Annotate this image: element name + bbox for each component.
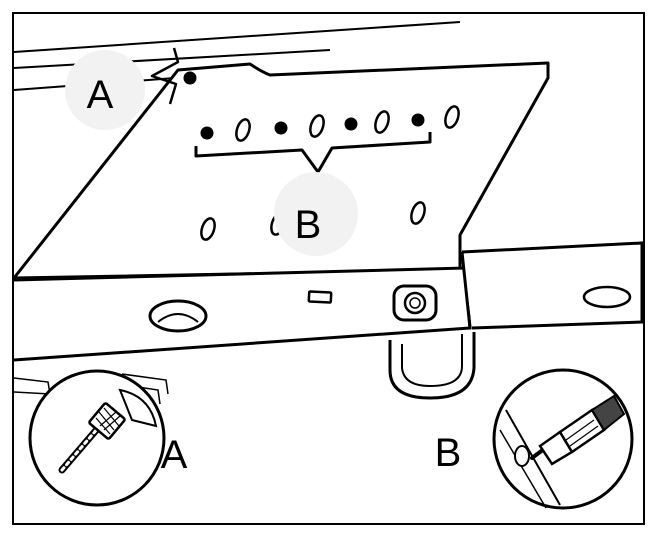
detail-b [492,368,634,510]
detail-b-rail-edge [499,429,547,509]
right-rail [461,241,644,330]
hole-dot [344,117,358,131]
callout-a-bubble [65,50,145,130]
callout-b-bracket [194,132,432,174]
hole-dot [200,126,214,140]
slot [235,118,251,142]
screwdriver-icon [530,394,626,466]
bracket-holes [183,71,425,140]
slot [200,217,216,241]
rail-joint [460,251,472,329]
callout-a-pointer [150,47,180,105]
hole-dot [411,113,425,127]
detail-b-label: B [435,431,462,475]
rail-screw-center [409,297,421,309]
slot [374,110,390,134]
callout-b-label: B [295,203,322,247]
callout-a-label: A [87,73,114,117]
right-rail-hole [582,285,632,309]
rail-hole-shadow [157,313,199,323]
hole-dot [274,121,288,135]
rail-slot [307,290,333,304]
callout-b-bubble [274,172,358,256]
detail-a-circle [28,369,166,507]
slot [309,114,325,138]
rail-large-hole [148,299,208,333]
detail-b-hole [514,445,530,467]
detail-a [28,369,166,507]
detail-a-label: A [161,433,188,477]
hole-dot-a [183,71,197,85]
slot [444,105,460,129]
brush-icon [58,402,126,474]
hanging-loop [388,332,476,400]
detail-a-rail [118,388,158,428]
frame-border [12,12,645,525]
slot [410,201,426,225]
